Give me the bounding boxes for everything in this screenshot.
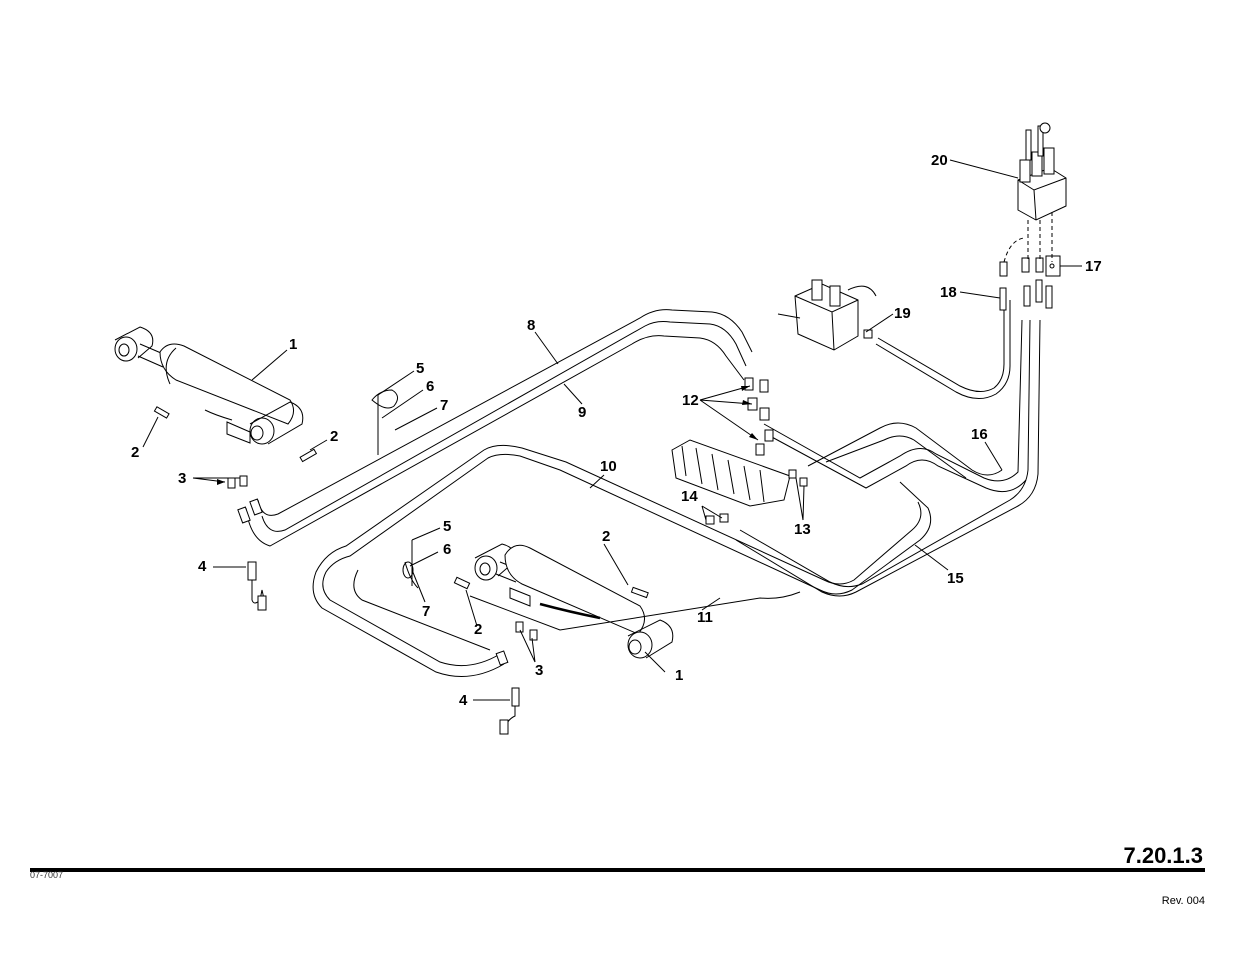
callout-19: 19	[894, 305, 911, 322]
hose-18-19	[875, 300, 1011, 399]
callout-15: 15	[947, 570, 964, 587]
drawing-number: 07-7007	[30, 870, 64, 880]
callout-7: 7	[440, 397, 448, 414]
callout-18: 18	[940, 284, 957, 301]
leader-arrowheads	[217, 386, 758, 485]
page-number: 7.20.1.3	[1123, 843, 1203, 868]
callout-12: 12	[682, 392, 699, 409]
joystick-valve-20	[999, 122, 1067, 311]
callout-16: 16	[971, 426, 988, 443]
callout-3: 3	[178, 470, 186, 487]
callout-3: 3	[535, 662, 543, 679]
footer-rule	[30, 868, 1205, 872]
left-cylinder	[114, 326, 304, 445]
joystick-hidden-lines	[1003, 212, 1053, 263]
revision-label: Rev. 004	[1161, 895, 1205, 907]
hose-15-16	[735, 319, 1041, 597]
hose-10-11	[312, 444, 932, 677]
callout-10: 10	[600, 458, 617, 475]
callout-14: 14	[681, 488, 698, 505]
callout-11: 11	[697, 609, 713, 626]
callout-13: 13	[794, 521, 811, 538]
callout-2: 2	[602, 528, 610, 545]
leader-lines	[142, 159, 1082, 701]
callout-4: 4	[459, 692, 468, 709]
callout-17: 17	[1085, 258, 1102, 275]
callout-5: 5	[416, 360, 424, 377]
callout-1: 1	[289, 336, 297, 353]
callout-20: 20	[931, 152, 948, 169]
callout-4: 4	[198, 558, 207, 575]
callout-labels: 1 1 2 2 2 2 3 3 4 4 5 5 6 6 7 7 8 9 10 1…	[131, 152, 1102, 709]
control-valve	[671, 377, 808, 525]
callout-9: 9	[578, 404, 586, 421]
callout-2: 2	[474, 621, 482, 638]
callout-2: 2	[131, 444, 139, 461]
callout-5: 5	[443, 518, 451, 535]
callout-7: 7	[422, 603, 430, 620]
callout-6: 6	[443, 541, 451, 558]
right-cylinder	[474, 543, 674, 659]
valve-block-19	[777, 279, 877, 351]
fittings	[153, 389, 649, 735]
hose-8-9	[245, 309, 753, 547]
callout-2: 2	[330, 428, 338, 445]
callout-8: 8	[527, 317, 535, 334]
callout-6: 6	[426, 378, 434, 395]
callout-1: 1	[675, 667, 683, 684]
